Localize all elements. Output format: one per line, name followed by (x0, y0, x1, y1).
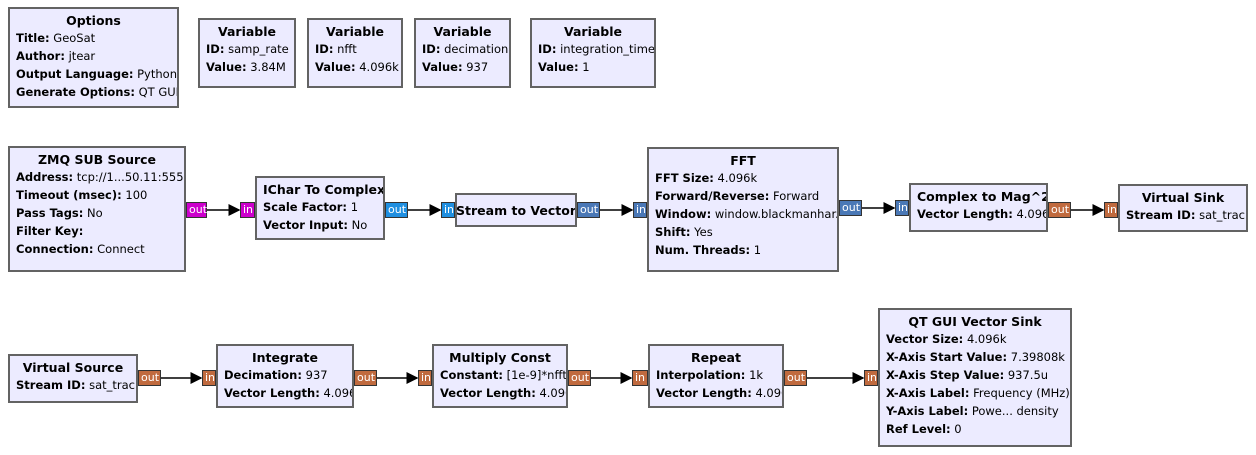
out-port[interactable]: out (568, 370, 591, 386)
block-title: Multiply Const (449, 350, 551, 365)
in-port[interactable]: in (632, 370, 648, 386)
virtual-sink-block[interactable]: Virtual Sink Stream ID: sat_track (1118, 184, 1248, 232)
param-row: Vector Length: 4.096k (917, 207, 1046, 221)
param-row: Filter Key: (16, 224, 84, 238)
repeat-block[interactable]: Repeat Interpolation: 1k Vector Length: … (648, 344, 784, 408)
block-title: Variable (217, 24, 277, 39)
in-port[interactable]: in (441, 202, 455, 218)
block-title: Options (66, 13, 121, 28)
param-row: Timeout (msec): 100 (16, 188, 148, 202)
block-title: Variable (563, 24, 623, 39)
param-row: Value: 3.84M (206, 60, 286, 74)
param-row: Stream ID: sat_track (16, 378, 138, 392)
param-row: Address: tcp://1...50.11:5555 (16, 170, 186, 184)
multiply-const-block[interactable]: Multiply Const Constant: [1e-9]*nfft Vec… (432, 344, 568, 408)
param-row: Connection: Connect (16, 242, 145, 256)
param-row: Decimation: 937 (224, 368, 328, 382)
block-title: Virtual Sink (1141, 190, 1225, 205)
param-row: Stream ID: sat_track (1126, 208, 1248, 222)
param-row: FFT Size: 4.096k (655, 171, 758, 185)
param-row: Window: window.blackmanhar... (655, 207, 839, 221)
param-row: ID: integration_time (538, 42, 655, 56)
param-row: ID: samp_rate (206, 42, 289, 56)
param-row: ID: decimation (422, 42, 509, 56)
param-row: Ref Level: 0 (886, 422, 962, 436)
param-row: Vector Input: No (263, 218, 368, 232)
param-row: Interpolation: 1k (656, 368, 764, 382)
stream-to-vector-block[interactable]: Stream to Vector (455, 193, 577, 227)
out-port[interactable]: out (186, 202, 207, 218)
in-port[interactable]: in (202, 370, 216, 386)
param-row: Vector Length: 4.096k (656, 386, 782, 400)
out-port[interactable]: out (1048, 202, 1071, 218)
param-row: Scale Factor: 1 (263, 200, 359, 214)
param-row: X-Axis Step Value: 937.5u (886, 368, 1049, 382)
complex-to-mag2-block[interactable]: Complex to Mag^2 Vector Length: 4.096k (909, 183, 1048, 232)
block-title: Stream to Vector (456, 202, 576, 218)
in-port[interactable]: in (1104, 202, 1118, 218)
out-port[interactable]: out (138, 370, 161, 386)
param-row: Value: 937 (422, 60, 489, 74)
qt-gui-vector-sink-block[interactable]: QT GUI Vector Sink Vector Size: 4.096k X… (878, 308, 1072, 447)
param-row: Shift: Yes (655, 225, 713, 239)
variable-block-integration-time[interactable]: Variable ID: integration_time Value: 1 (530, 18, 656, 88)
in-port[interactable]: in (240, 202, 255, 218)
block-title: Variable (433, 24, 492, 39)
param-row: X-Axis Start Value: 7.39808k (886, 350, 1065, 364)
block-title: ZMQ SUB Source (37, 152, 157, 167)
param-row: X-Axis Label: Frequency (MHz) (886, 386, 1070, 400)
param-row: Author: jtear (16, 49, 96, 63)
block-title: Integrate (251, 350, 318, 365)
out-port[interactable]: out (577, 202, 600, 218)
in-port[interactable]: in (418, 370, 432, 386)
out-port[interactable]: out (839, 200, 862, 216)
block-title: Repeat (691, 350, 741, 365)
in-port[interactable]: in (895, 200, 909, 216)
param-row: Generate Options: QT GUI (16, 85, 179, 99)
block-title: QT GUI Vector Sink (908, 314, 1042, 329)
block-title: Complex to Mag^2 (917, 189, 1048, 204)
block-title: FFT (730, 153, 756, 168)
param-row: ID: nfft (315, 42, 357, 56)
in-port[interactable]: in (633, 202, 647, 218)
variable-block-samp-rate[interactable]: Variable ID: samp_rate Value: 3.84M (198, 18, 296, 88)
fft-block[interactable]: FFT FFT Size: 4.096k Forward/Reverse: Fo… (647, 147, 839, 272)
param-row: Num. Threads: 1 (655, 243, 762, 257)
param-row: Vector Length: 4.096k (440, 386, 566, 400)
variable-block-nfft[interactable]: Variable ID: nfft Value: 4.096k (307, 18, 403, 88)
out-port[interactable]: out (385, 202, 408, 218)
variable-block-decimation[interactable]: Variable ID: decimation Value: 937 (414, 18, 511, 88)
block-title: Variable (325, 24, 385, 39)
param-row: Title: GeoSat (16, 31, 96, 45)
out-port[interactable]: out (784, 370, 807, 386)
options-block[interactable]: Options Title: GeoSat Author: jtear Outp… (8, 7, 179, 108)
virtual-source-block[interactable]: Virtual Source Stream ID: sat_track (8, 354, 138, 403)
param-row: Constant: [1e-9]*nfft (440, 368, 567, 382)
param-row: Vector Length: 4.096k (224, 386, 352, 400)
param-row: Vector Size: 4.096k (886, 332, 1007, 346)
ichar-to-complex-block[interactable]: IChar To Complex Scale Factor: 1 Vector … (255, 176, 385, 240)
out-port[interactable]: out (354, 370, 377, 386)
param-row: Pass Tags: No (16, 206, 103, 220)
param-row: Value: 1 (538, 60, 590, 74)
block-title: Virtual Source (22, 360, 124, 375)
in-port[interactable]: in (864, 370, 878, 386)
param-row: Value: 4.096k (315, 60, 399, 74)
block-title: IChar To Complex (263, 182, 385, 197)
integrate-block[interactable]: Integrate Decimation: 937 Vector Length:… (216, 344, 354, 408)
zmq-sub-source-block[interactable]: ZMQ SUB Source Address: tcp://1...50.11:… (8, 146, 186, 272)
param-row: Output Language: Python (16, 67, 177, 81)
param-row: Forward/Reverse: Forward (655, 189, 820, 203)
param-row: Y-Axis Label: Powe... density (886, 404, 1059, 418)
